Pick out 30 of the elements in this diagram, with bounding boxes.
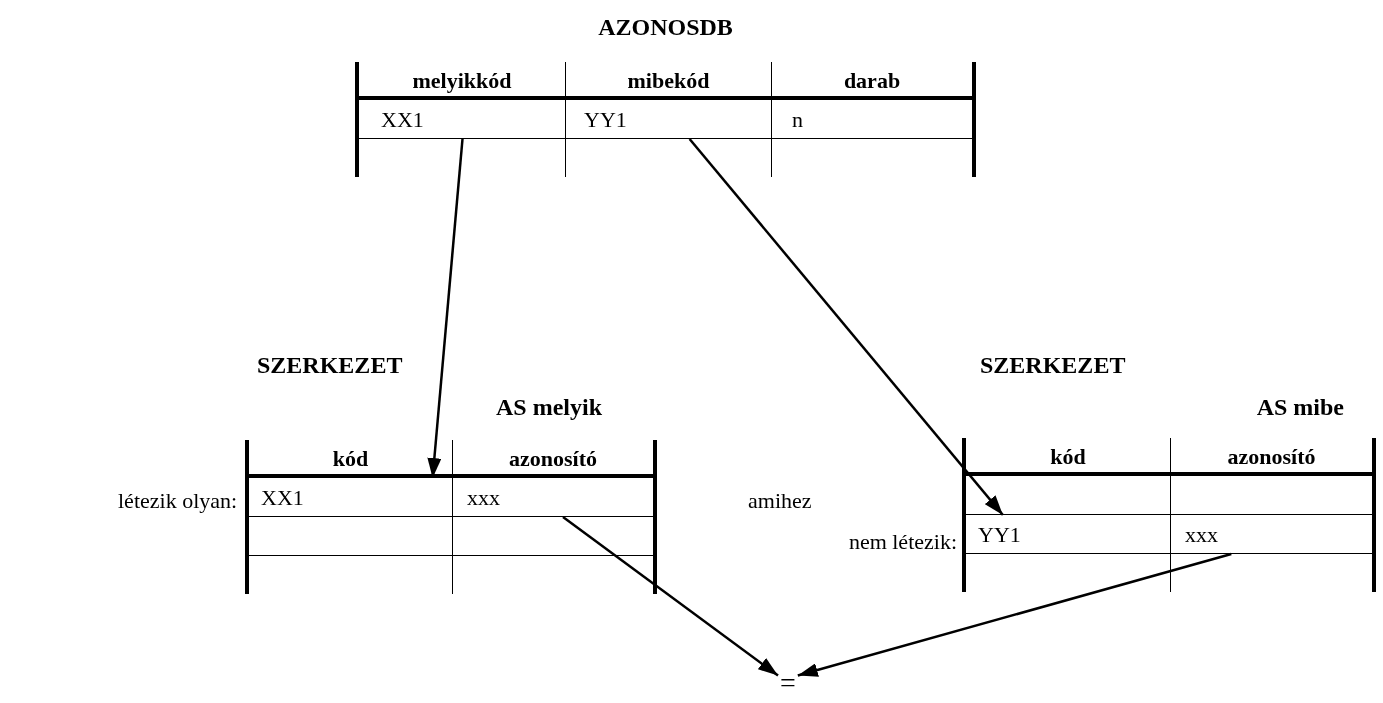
- equals-sign: =: [778, 668, 798, 698]
- cell-text: YY1: [584, 105, 627, 134]
- row-note: amihez: [748, 487, 812, 515]
- column-header: kód: [332, 446, 369, 472]
- table-cell: [966, 515, 1171, 554]
- arrow: [562, 516, 779, 677]
- table-cell: [566, 100, 772, 139]
- row-note: létezik olyan:: [118, 487, 238, 515]
- table-title: AS melyik: [496, 393, 602, 422]
- row-note: nem létezik:: [848, 528, 957, 556]
- arrow: [688, 138, 1004, 516]
- table-cell: [249, 478, 453, 517]
- cell-text: XX1: [261, 483, 304, 512]
- column-header: kód: [1050, 444, 1086, 470]
- table-title: AZONOSDB: [598, 13, 733, 42]
- table-cell: [359, 100, 566, 139]
- column-header: azonosító: [1227, 444, 1316, 470]
- table-title: AS mibe: [1256, 393, 1344, 422]
- arrow: [797, 552, 1232, 677]
- column-header: darab: [843, 68, 901, 94]
- cell-text: xxx: [467, 483, 500, 512]
- table-title: SZERKEZET: [257, 351, 403, 380]
- column-header: melyikkód: [412, 68, 512, 94]
- cell-text: XX1: [381, 105, 424, 134]
- cell-text: xxx: [1185, 520, 1218, 549]
- table-title: SZERKEZET: [980, 351, 1126, 380]
- cell-text: YY1: [978, 520, 1021, 549]
- cell-text: n: [792, 105, 803, 134]
- column-header: azonosító: [509, 446, 597, 472]
- column-header: mibekód: [627, 68, 710, 94]
